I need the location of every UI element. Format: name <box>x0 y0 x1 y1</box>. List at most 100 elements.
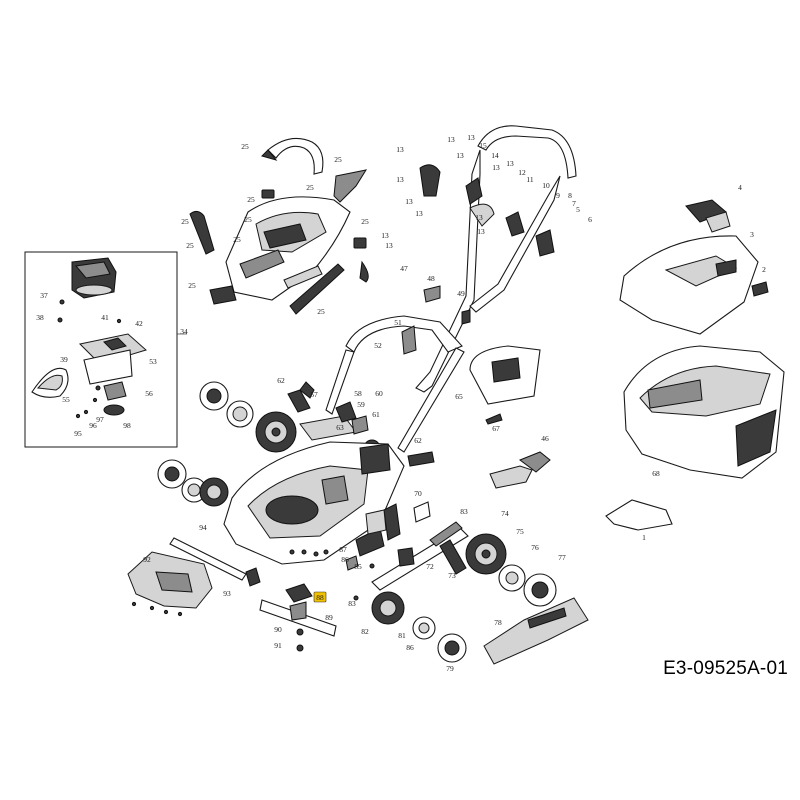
part-label-55: 55 <box>62 395 70 404</box>
part-label-47: 47 <box>400 264 408 273</box>
part-label-57: 57 <box>310 390 318 399</box>
part-label-79: 79 <box>446 664 454 673</box>
part-label-70: 70 <box>414 489 422 498</box>
part-label-4: 4 <box>738 183 742 192</box>
part-label-63: 63 <box>336 423 344 432</box>
blade-assembly <box>259 583 337 652</box>
front-guard <box>127 537 261 617</box>
highlighted-part-marker <box>313 591 327 603</box>
part-label-10: 10 <box>542 181 550 190</box>
part-label-41: 41 <box>101 313 109 322</box>
part-label-92: 92 <box>143 555 151 564</box>
part-label-13: 13 <box>396 145 404 154</box>
height-adjust-assembly <box>345 501 469 601</box>
part-label-67: 67 <box>492 424 500 433</box>
part-label-87: 87 <box>339 545 347 554</box>
part-label-8: 8 <box>568 191 572 200</box>
part-label-37: 37 <box>40 291 48 300</box>
part-label-96: 96 <box>89 421 97 430</box>
part-label-13-13: 13 <box>385 241 393 250</box>
part-label-25-5: 25 <box>181 217 189 226</box>
part-label-62-2: 62 <box>414 436 422 445</box>
part-label-13-4: 13 <box>447 135 455 144</box>
part-label-83: 83 <box>460 507 468 516</box>
document-code: E3-09525A-01 <box>663 658 788 679</box>
part-label-68: 68 <box>652 469 660 478</box>
part-label-86-2: 86 <box>406 643 414 652</box>
part-label-25-7: 25 <box>233 235 241 244</box>
part-label-81: 81 <box>398 631 406 640</box>
part-label-13-10: 13 <box>381 231 389 240</box>
handle-grip-assembly <box>189 137 369 315</box>
part-label-25-10: 25 <box>188 281 196 290</box>
part-label-3: 3 <box>750 230 754 239</box>
control-box <box>469 345 541 425</box>
grass-catcher <box>605 199 785 531</box>
part-label-62: 62 <box>277 376 285 385</box>
part-label-7: 7 <box>572 199 576 208</box>
part-label-93: 93 <box>223 589 231 598</box>
part-label-13-6: 13 <box>467 133 475 142</box>
part-label-82: 82 <box>361 627 369 636</box>
part-label-89: 89 <box>325 613 333 622</box>
part-label-11: 11 <box>526 175 533 184</box>
part-label-25-2: 25 <box>334 155 342 164</box>
part-label-39: 39 <box>60 355 68 364</box>
part-label-65: 65 <box>455 392 463 401</box>
part-label-77: 77 <box>558 553 566 562</box>
part-label-58: 58 <box>354 389 362 398</box>
part-label-13-5: 13 <box>456 151 464 160</box>
part-label-13-9: 13 <box>415 209 423 218</box>
part-label-88-highlighted: 88 <box>316 593 324 602</box>
part-label-13-12: 13 <box>477 227 485 236</box>
part-label-98: 98 <box>123 421 131 430</box>
part-label-13-3: 13 <box>405 197 413 206</box>
part-label-48: 48 <box>427 274 435 283</box>
part-label-95: 95 <box>74 429 82 438</box>
part-label-1: 1 <box>642 533 646 542</box>
part-label-34: 34 <box>180 327 188 336</box>
part-label-14: 14 <box>491 151 499 160</box>
part-label-9: 9 <box>556 191 560 200</box>
part-label-15: 15 <box>479 141 487 150</box>
part-label-6: 6 <box>588 215 592 224</box>
part-label-46: 46 <box>541 434 549 443</box>
part-label-75: 75 <box>516 527 524 536</box>
part-label-42: 42 <box>135 319 143 328</box>
rear-flap <box>483 451 589 665</box>
part-label-49: 49 <box>457 289 465 298</box>
part-label-13-2: 13 <box>396 175 404 184</box>
part-label-59: 59 <box>357 400 365 409</box>
motor-detail-box <box>24 251 187 448</box>
part-label-94: 94 <box>199 523 207 532</box>
part-label-90: 90 <box>274 625 282 634</box>
part-label-25-11: 25 <box>317 307 325 316</box>
part-label-5: 5 <box>576 205 580 214</box>
part-label-78: 78 <box>494 618 502 627</box>
part-label-13-7: 13 <box>492 163 500 172</box>
part-label-12: 12 <box>518 168 526 177</box>
part-label-74: 74 <box>501 509 509 518</box>
part-label-85: 85 <box>354 562 362 571</box>
mower-deck <box>223 381 405 565</box>
part-label-25-4: 25 <box>247 195 255 204</box>
wheels <box>157 381 557 663</box>
part-label-53: 53 <box>149 357 157 366</box>
part-label-60: 60 <box>375 389 383 398</box>
part-label-86: 86 <box>341 555 349 564</box>
part-label-13-11: 13 <box>475 213 483 222</box>
handle-frame <box>325 125 577 467</box>
part-label-76: 76 <box>531 543 539 552</box>
part-label-72: 72 <box>426 562 434 571</box>
part-label-73: 73 <box>448 571 456 580</box>
part-label-83-2: 83 <box>348 599 356 608</box>
part-label-2: 2 <box>762 265 766 274</box>
part-label-51: 51 <box>394 318 402 327</box>
part-label-25-6: 25 <box>244 215 252 224</box>
part-label-25: 25 <box>241 142 249 151</box>
part-label-25-9: 25 <box>361 217 369 226</box>
part-label-56: 56 <box>145 389 153 398</box>
part-label-97: 97 <box>96 415 104 424</box>
